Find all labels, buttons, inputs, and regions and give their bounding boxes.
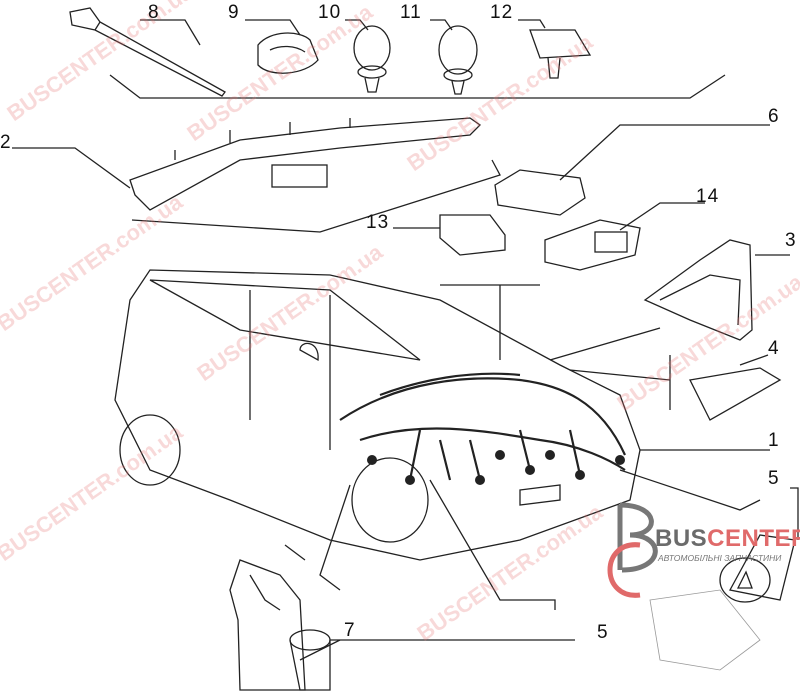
part-12-clip <box>529 29 592 79</box>
part-6-module <box>494 169 586 216</box>
part-10-clip <box>353 25 391 93</box>
part-3-bracket <box>643 239 753 341</box>
part-11-clip <box>438 25 478 95</box>
callout-1: 1 <box>768 430 780 451</box>
leader-14 <box>619 202 705 231</box>
leader-5a-b <box>790 487 799 540</box>
leader-lines-misc <box>440 284 671 410</box>
callout-7: 7 <box>344 620 356 641</box>
logo-subtitle: АВТОМОБІЛЬНІ ЗАПЧАСТИНИ <box>658 553 782 563</box>
buscenter-logo-mark <box>607 502 761 671</box>
part-7-bracket <box>229 559 306 691</box>
callout-12: 12 <box>490 2 514 23</box>
part-13-relay <box>439 214 506 256</box>
part-8-cable-tie <box>69 7 226 97</box>
callout-5-bottom: 5 <box>597 622 609 643</box>
callout-5-right: 5 <box>768 468 780 489</box>
leader-12 <box>518 19 546 29</box>
callout-9: 9 <box>228 2 240 23</box>
leader-9 <box>245 19 301 36</box>
leader-4 <box>739 354 769 366</box>
leader-10 <box>345 19 369 31</box>
part-5-grommet-right <box>719 534 796 603</box>
part-9-clip <box>257 32 319 74</box>
leader-5b <box>330 479 575 641</box>
leader-8 <box>140 19 201 46</box>
callout-13: 13 <box>366 212 390 233</box>
harness-connectors <box>367 450 625 485</box>
leader-2b <box>131 159 501 233</box>
part-1-wiring-harness <box>339 372 627 481</box>
part-5-grommet-bottom <box>289 629 331 691</box>
callout-6: 6 <box>768 106 780 127</box>
leader-6 <box>559 124 770 181</box>
logo-name: BUSCENTER <box>655 525 800 552</box>
callout-2: 2 <box>0 132 12 153</box>
top-group-bracket <box>109 74 726 99</box>
leader-2 <box>12 147 131 189</box>
leader-7 <box>284 484 351 661</box>
callout-8: 8 <box>148 2 160 23</box>
callout-4: 4 <box>768 338 780 359</box>
part-4-clip <box>689 367 782 421</box>
part-2-cable-tray <box>129 117 482 211</box>
callout-11: 11 <box>400 2 422 23</box>
callout-3: 3 <box>785 230 797 251</box>
part-14-fusebox <box>544 219 641 271</box>
callout-10: 10 <box>318 2 342 23</box>
leader-11 <box>430 19 453 31</box>
leader-5a <box>619 469 761 511</box>
van-drawing <box>114 269 641 561</box>
callout-14: 14 <box>696 186 720 207</box>
